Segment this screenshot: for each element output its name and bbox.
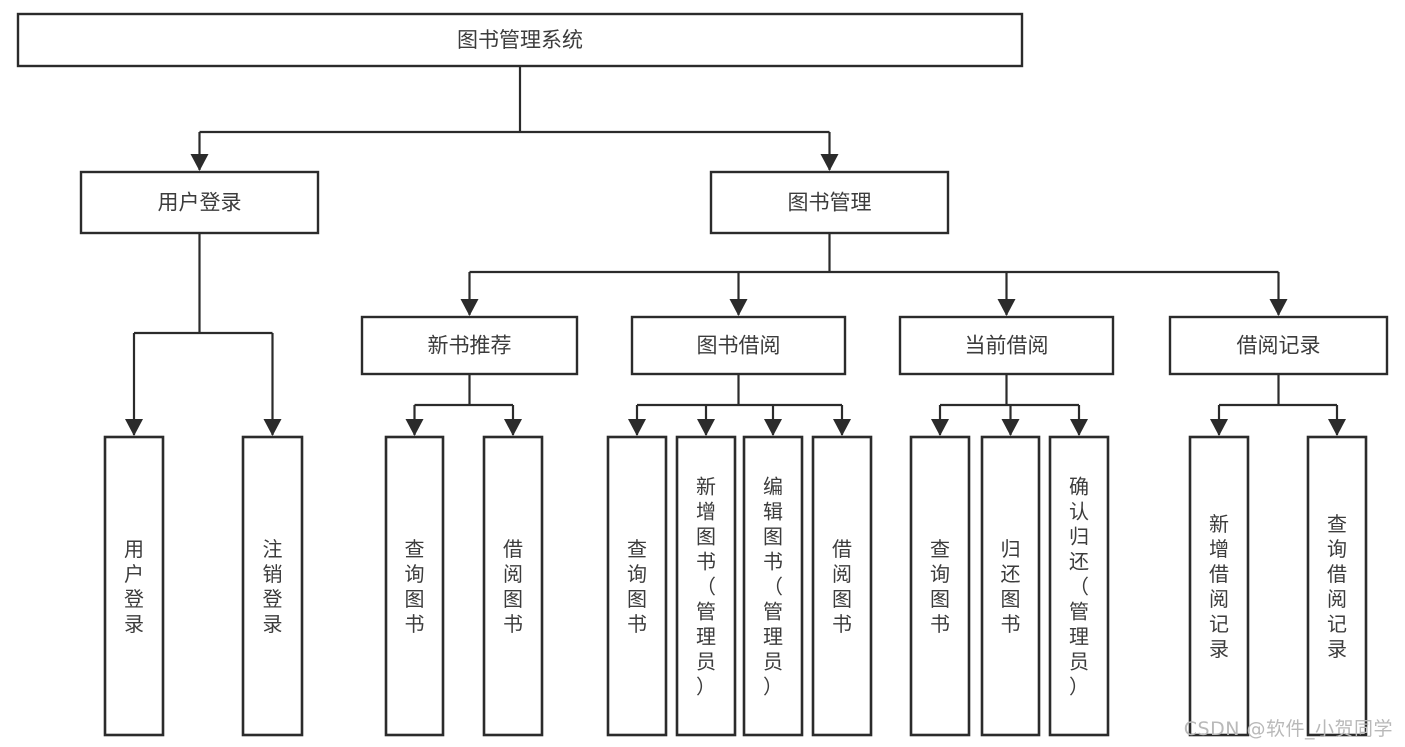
node-box-leaf-query-book-1[interactable]: [384, 435, 445, 737]
arrow-head-icon: [460, 299, 479, 316]
arrow-head-icon: [190, 154, 209, 171]
node-label-leaf-logout: 注销登录: [263, 537, 283, 636]
node-label-leaf-return-book: 归还图书: [1001, 537, 1021, 636]
arrow-head-icon: [729, 299, 748, 316]
node-box-leaf-user-login[interactable]: [103, 435, 165, 737]
arrow-head-icon: [820, 154, 839, 171]
node-label-leaf-query-record: 查询借阅记录: [1327, 512, 1347, 661]
node-label-leaf-add-record: 新增借阅记录: [1209, 512, 1229, 661]
connector-edges: [125, 66, 1346, 436]
node-label-leaf-confirm-return: 确认归还（管理员）: [1069, 475, 1089, 699]
node-label-root: 图书管理系统: [457, 28, 583, 52]
node-box-book-manage[interactable]: [709, 170, 950, 235]
node-label-leaf-query-book-1: 查询图书: [405, 537, 425, 636]
node-box-leaf-borrow-book-2[interactable]: [811, 435, 873, 737]
node-box-new-book-recommend[interactable]: [360, 315, 579, 376]
node-box-user-login[interactable]: [79, 170, 320, 235]
arrow-head-icon: [764, 419, 782, 436]
node-label-leaf-borrow-book-1: 借阅图书: [503, 537, 523, 636]
arrow-head-icon: [1269, 299, 1288, 316]
arrow-head-icon: [1210, 419, 1228, 436]
node-label-leaf-borrow-book-2: 借阅图书: [832, 537, 852, 636]
node-box-leaf-confirm-return[interactable]: [1048, 435, 1110, 737]
node-box-leaf-query-record[interactable]: [1306, 435, 1368, 737]
node-label-leaf-add-book: 新增图书（管理员）: [696, 475, 716, 699]
node-box-root[interactable]: [16, 12, 1024, 68]
node-label-leaf-edit-book: 编辑图书（管理员）: [763, 475, 783, 699]
arrow-head-icon: [1001, 419, 1020, 436]
node-boxes: 图书管理系统用户登录图书管理新书推荐图书借阅当前借阅借阅记录用户登录注销登录查询…: [16, 12, 1389, 737]
node-label-leaf-user-login: 用户登录: [124, 537, 144, 636]
arrow-head-icon: [405, 419, 424, 436]
arrow-head-icon: [628, 419, 646, 436]
node-label-book-borrow: 图书借阅: [697, 334, 781, 358]
node-box-borrow-record[interactable]: [1168, 315, 1389, 376]
csdn-watermark: CSDN @软件_小贺同学: [1183, 718, 1393, 740]
node-box-leaf-return-book[interactable]: [980, 435, 1041, 737]
node-box-leaf-query-book-2[interactable]: [606, 435, 668, 737]
node-box-leaf-edit-book[interactable]: [742, 435, 804, 737]
node-box-leaf-add-book[interactable]: [675, 435, 737, 737]
arrow-head-icon: [125, 419, 143, 436]
arrow-head-icon: [931, 419, 949, 436]
node-label-book-manage: 图书管理: [788, 191, 872, 215]
node-box-leaf-query-book-3[interactable]: [909, 435, 971, 737]
arrow-head-icon: [833, 419, 851, 436]
node-label-new-book-recommend: 新书推荐: [428, 334, 512, 358]
node-box-book-borrow[interactable]: [630, 315, 847, 376]
node-label-leaf-query-book-2: 查询图书: [627, 537, 647, 636]
arrow-head-icon: [697, 419, 715, 436]
node-label-leaf-query-book-3: 查询图书: [930, 537, 950, 636]
arrow-head-icon: [263, 419, 282, 436]
node-box-current-borrow[interactable]: [898, 315, 1115, 376]
node-label-borrow-record: 借阅记录: [1237, 334, 1321, 358]
arrow-head-icon: [997, 299, 1016, 316]
node-box-leaf-logout[interactable]: [241, 435, 304, 737]
node-box-leaf-add-record[interactable]: [1188, 435, 1250, 737]
arrow-head-icon: [1070, 419, 1088, 436]
arrow-head-icon: [504, 419, 522, 436]
node-label-user-login: 用户登录: [158, 191, 242, 215]
node-box-leaf-borrow-book-1[interactable]: [482, 435, 544, 737]
arrow-head-icon: [1328, 419, 1346, 436]
node-label-current-borrow: 当前借阅: [965, 334, 1049, 358]
